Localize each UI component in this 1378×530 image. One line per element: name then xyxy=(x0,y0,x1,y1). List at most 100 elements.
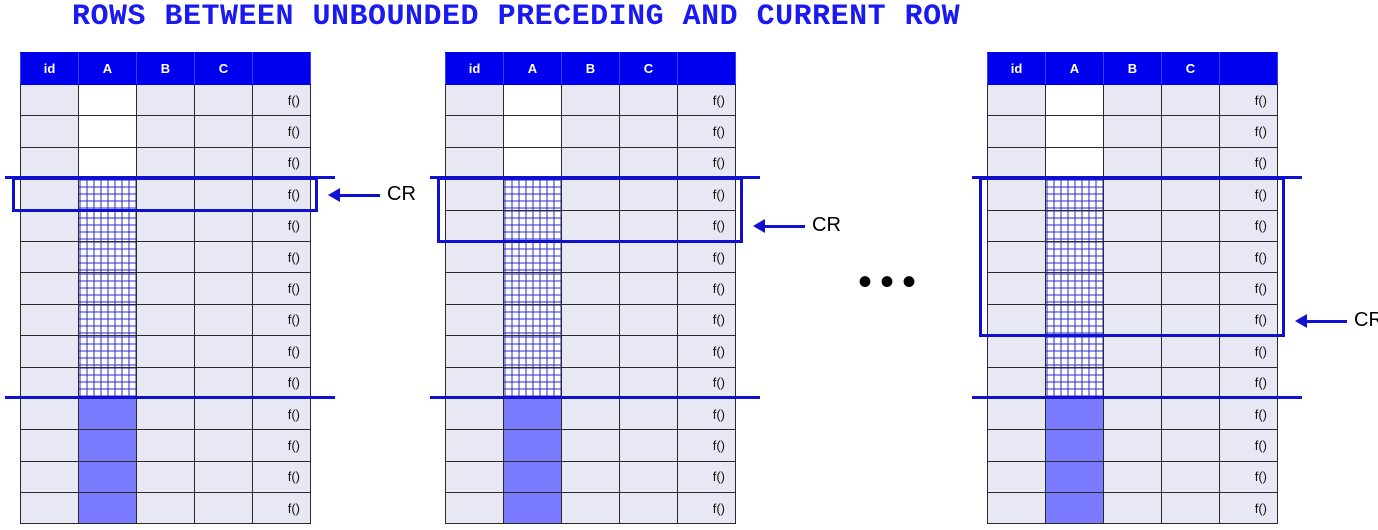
table-cell xyxy=(20,115,79,148)
table-cell xyxy=(194,335,253,368)
column-a-cell xyxy=(78,397,137,431)
table-cell xyxy=(987,397,1046,431)
table-cell xyxy=(561,492,620,525)
table-cell xyxy=(445,240,504,274)
ellipsis: ••• xyxy=(858,260,925,304)
function-cell: f() xyxy=(1219,146,1278,180)
column-a-cell xyxy=(78,178,137,211)
table-cell xyxy=(194,303,253,337)
table-row: f() xyxy=(445,460,736,494)
table-cell xyxy=(136,335,195,368)
column-header xyxy=(677,52,736,85)
table-row: f() xyxy=(987,366,1278,399)
table-row: f() xyxy=(445,366,736,399)
diagram-title: ROWS BETWEEN UNBOUNDED PRECEDING AND CUR… xyxy=(72,0,961,34)
column-a-cell xyxy=(503,335,562,368)
table-row: f() xyxy=(20,115,311,148)
table-cell xyxy=(987,303,1046,337)
table-cell xyxy=(987,146,1046,180)
table-cell xyxy=(136,492,195,525)
table-row: f() xyxy=(20,335,311,368)
current-row-frame xyxy=(12,177,318,212)
function-cell: f() xyxy=(1219,397,1278,431)
table-row: f() xyxy=(987,272,1278,305)
table-cell xyxy=(194,115,253,148)
arrow-left-icon xyxy=(1295,313,1347,328)
table-cell xyxy=(561,429,620,462)
table-cell xyxy=(1103,83,1162,117)
column-a-cell xyxy=(503,178,562,211)
table-cell xyxy=(1161,492,1220,525)
table-row: f() xyxy=(987,115,1278,148)
function-cell: f() xyxy=(677,178,736,211)
current-row-label: CR xyxy=(812,214,841,237)
table-cell xyxy=(619,335,678,368)
function-cell: f() xyxy=(677,460,736,494)
table-cell xyxy=(561,366,620,399)
column-a-cell xyxy=(1045,178,1104,211)
column-header: B xyxy=(1103,52,1162,85)
table-cell xyxy=(1161,240,1220,274)
table-row: f() xyxy=(445,240,736,274)
table-cell xyxy=(1103,492,1162,525)
table-cell xyxy=(987,272,1046,305)
column-a-cell xyxy=(1045,429,1104,462)
table-cell xyxy=(194,146,253,180)
function-cell: f() xyxy=(252,115,311,148)
arrow-left-icon xyxy=(328,187,380,202)
table-cell xyxy=(987,240,1046,274)
table-cell xyxy=(194,178,253,211)
table-row: f() xyxy=(987,335,1278,368)
column-a-cell xyxy=(1045,115,1104,148)
table-cell xyxy=(619,146,678,180)
table-cell xyxy=(194,460,253,494)
table-cell xyxy=(561,460,620,494)
table-cell xyxy=(20,272,79,305)
table-cell xyxy=(1103,146,1162,180)
column-a-cell xyxy=(503,115,562,148)
column-header: id xyxy=(20,52,79,85)
function-cell: f() xyxy=(1219,178,1278,211)
table-row: f() xyxy=(20,460,311,494)
table-cell xyxy=(1161,272,1220,305)
table-cell xyxy=(619,240,678,274)
table-row: f() xyxy=(987,460,1278,494)
table-cell xyxy=(194,83,253,117)
table-cell xyxy=(1103,178,1162,211)
table-cell xyxy=(136,429,195,462)
table-row: f() xyxy=(20,366,311,399)
table-cell xyxy=(561,240,620,274)
column-header: C xyxy=(619,52,678,85)
table-cell xyxy=(445,83,504,117)
table-cell xyxy=(445,303,504,337)
table-cell xyxy=(445,460,504,494)
function-cell: f() xyxy=(252,460,311,494)
table-cell xyxy=(561,209,620,242)
table-row: f() xyxy=(987,429,1278,462)
current-row-frame xyxy=(437,177,743,243)
column-a-cell xyxy=(1045,83,1104,117)
column-header xyxy=(252,52,311,85)
column-a-cell xyxy=(503,429,562,462)
table-cell xyxy=(20,240,79,274)
table-cell xyxy=(20,397,79,431)
table-cell xyxy=(1161,460,1220,494)
table-cell xyxy=(20,366,79,399)
table-cell xyxy=(20,460,79,494)
table-row: f() xyxy=(20,429,311,462)
column-header: A xyxy=(1045,52,1104,85)
column-a-cell xyxy=(503,146,562,180)
table-row: f() xyxy=(445,178,736,211)
table-cell xyxy=(194,397,253,431)
column-a-cell xyxy=(1045,303,1104,337)
table-cell xyxy=(619,397,678,431)
table-cell xyxy=(987,115,1046,148)
function-cell: f() xyxy=(677,492,736,525)
table-row: f() xyxy=(20,146,311,180)
column-a-cell xyxy=(1045,209,1104,242)
function-cell: f() xyxy=(677,303,736,337)
table-cell xyxy=(1103,366,1162,399)
column-a-cell xyxy=(78,240,137,274)
